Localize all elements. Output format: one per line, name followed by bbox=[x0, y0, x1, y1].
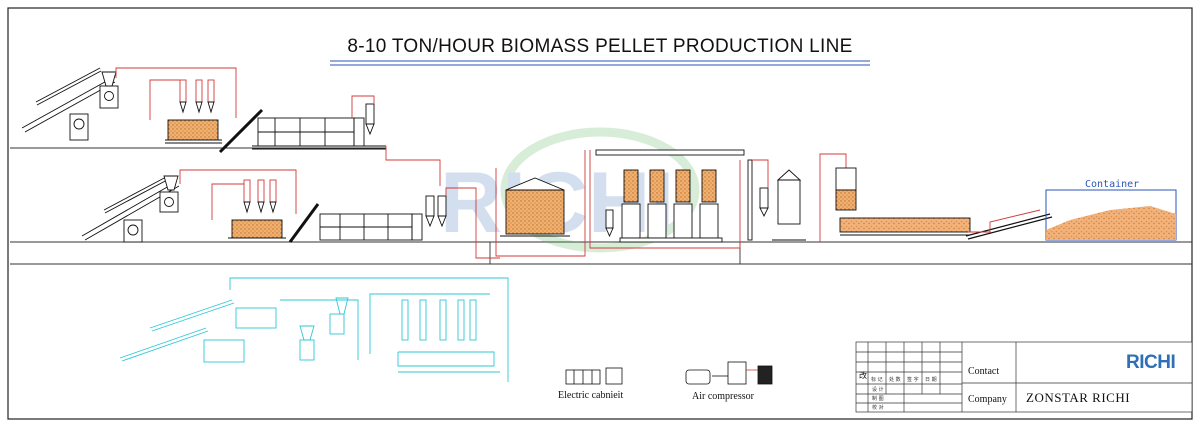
row-label-drawing: 制 图 bbox=[872, 396, 884, 402]
packing-section bbox=[835, 167, 1053, 240]
title-underline bbox=[330, 60, 870, 66]
contact-label: Contact bbox=[968, 366, 1000, 377]
packing-pipes bbox=[968, 209, 1041, 233]
row-label-check: 校 对 bbox=[872, 405, 884, 411]
electric-cabinet-label: Electric cabnieit bbox=[558, 390, 624, 401]
drawing-title: 8-10 TON/HOUR BIOMASS PELLET PRODUCTION … bbox=[347, 36, 853, 57]
company-value: ZONSTAR RICHI bbox=[1026, 390, 1131, 405]
col-header-mark: 标 记 bbox=[871, 377, 883, 383]
col-header-date: 日 期 bbox=[925, 377, 937, 383]
floor-lines bbox=[10, 147, 1192, 265]
container bbox=[1045, 189, 1177, 241]
cooler-screener bbox=[747, 159, 806, 241]
drawing-frame bbox=[7, 7, 1193, 420]
richi-logo: RICHI bbox=[1126, 352, 1176, 374]
cyan-duct-section bbox=[119, 277, 509, 382]
title-block-grid bbox=[855, 341, 1193, 413]
company-label: Company bbox=[968, 394, 1007, 405]
upper-pipes bbox=[115, 67, 441, 186]
revision-mark: 改 bbox=[859, 371, 867, 380]
row-label-design: 设 计 bbox=[872, 387, 884, 393]
logo-text: RICHI bbox=[1126, 352, 1176, 373]
container-label: Container bbox=[1085, 179, 1140, 190]
storage-bin bbox=[500, 177, 570, 237]
upper-line-row1 bbox=[21, 67, 386, 154]
pellet-mills bbox=[595, 149, 745, 243]
mill-pipes bbox=[589, 150, 741, 249]
col-header-count: 处 数 bbox=[889, 377, 901, 383]
bin-pipes bbox=[495, 150, 586, 257]
lower-line-row2 bbox=[81, 175, 447, 243]
col-header-sign: 签 字 bbox=[907, 377, 919, 383]
air-compressor-label: Air compressor bbox=[692, 391, 754, 402]
cooler-pipes bbox=[752, 153, 847, 242]
air-compressor-drawing bbox=[685, 361, 773, 385]
middle-pipes bbox=[179, 169, 500, 259]
electric-cabinet-drawing bbox=[565, 367, 623, 385]
